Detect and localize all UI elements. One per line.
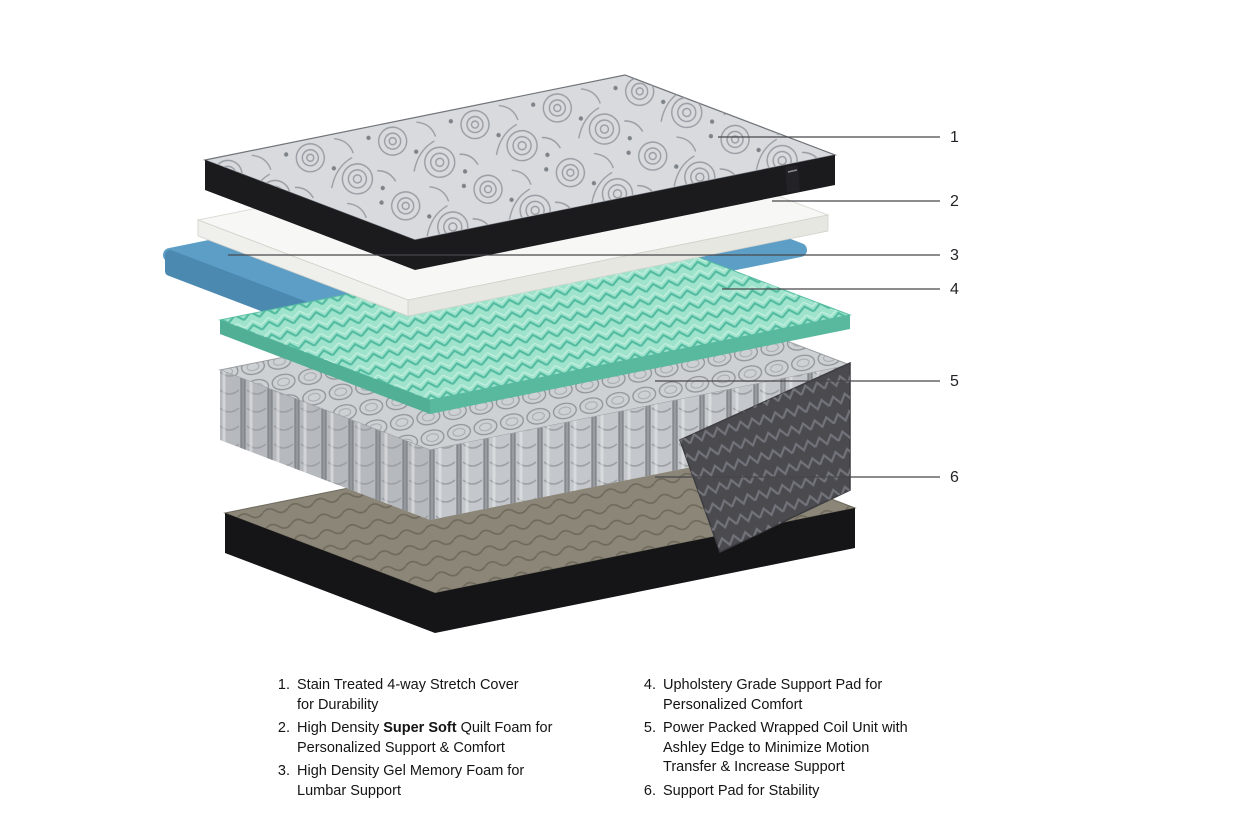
callout-number-3: 3 <box>950 247 959 264</box>
support-pad-left-band <box>225 513 435 633</box>
callout-2: 2 <box>772 193 959 210</box>
ashley-edge-texture <box>680 363 850 552</box>
cover-front-band <box>415 155 835 270</box>
callout-number-4: 4 <box>950 281 959 298</box>
callout-number-1: 1 <box>950 129 959 146</box>
green-foam-front-face <box>430 315 850 414</box>
cover-left-band <box>205 160 415 270</box>
white-foam-left-face <box>197 219 409 317</box>
legend-item-number: 4. <box>643 677 656 693</box>
coil-front-texture <box>430 365 850 520</box>
ashley-edge-panel <box>679 361 851 554</box>
legend-item-number: 3. <box>277 763 290 779</box>
quilted-cover-layer <box>202 74 838 270</box>
callout-6: 6 <box>655 469 959 486</box>
label-tag-stitch <box>787 169 798 173</box>
legend-item-number: 1. <box>277 677 290 693</box>
legend-item: 2. High Density Super Soft Quilt Foam for… <box>272 719 622 758</box>
callout-1: 1 <box>718 129 959 146</box>
coil-left-texture <box>220 370 430 520</box>
convoluted-foam-layer <box>218 234 852 414</box>
callout-number-5: 5 <box>950 373 959 390</box>
callout-3: 3 <box>228 247 959 264</box>
callout-number-2: 2 <box>950 193 959 210</box>
legend-item-number: 2. <box>277 720 290 736</box>
green-foam-left-face <box>220 320 430 414</box>
callout-4: 4 <box>722 281 959 298</box>
quilt-pattern <box>205 75 835 240</box>
callouts-group: 1 2 3 4 5 6 <box>228 129 959 486</box>
legend-item-number: 5. <box>643 720 656 736</box>
green-foam-ridges <box>220 235 850 400</box>
label-tag <box>785 165 800 193</box>
callout-number-6: 6 <box>950 469 959 486</box>
legend-item-number: 6. <box>643 782 656 799</box>
callout-5: 5 <box>655 373 959 390</box>
legend-item: 6. Support Pad for Stability <box>638 782 978 802</box>
legend-item-text: Support Pad for Stability <box>663 782 820 799</box>
support-pad-front-band <box>435 508 855 633</box>
